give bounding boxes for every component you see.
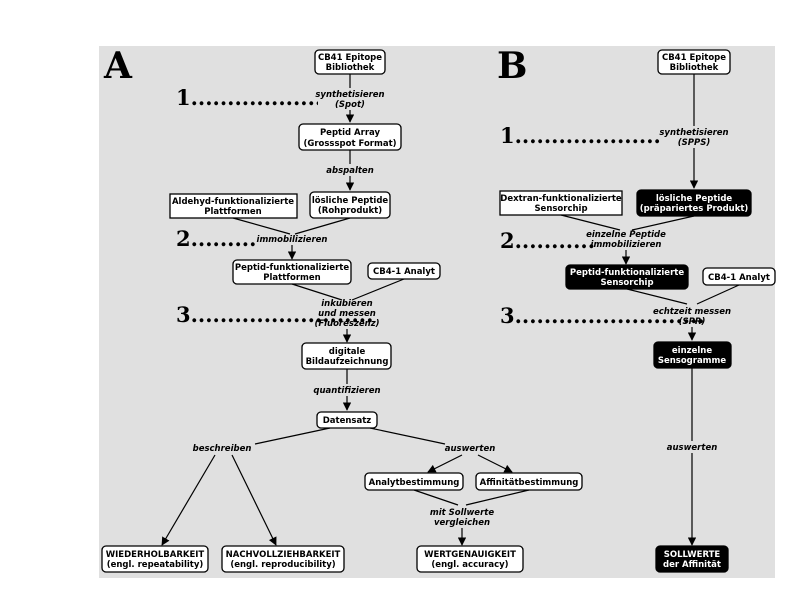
- label-compare: mit Sollwerte: [430, 508, 494, 518]
- peptide-array-box: Peptid Array (Grossspot Format): [298, 123, 402, 151]
- label-synthesize-method-b: (SPPS): [678, 138, 711, 148]
- label-quantify: quantifizieren: [313, 386, 380, 396]
- svg-text:CB4-1 Analyt: CB4-1 Analyt: [373, 267, 435, 277]
- library-box-a: CB41 Epitope Bibliothek: [314, 49, 386, 75]
- arrow-evaluate-analyte: [427, 454, 463, 473]
- svg-text:Bibliothek: Bibliothek: [670, 63, 719, 73]
- line-dataset-describe: [254, 427, 331, 445]
- soluble-peptides-box-a: lösliche Peptide (Rohprodukt): [309, 191, 391, 219]
- arrow-evaluate-affinity: [477, 454, 513, 473]
- label-immobilize-b: einzelne Peptide: [586, 230, 666, 240]
- line-soluble-immob: [294, 217, 351, 235]
- svg-text:WIEDERHOLBARKEIT: WIEDERHOLBARKEIT: [106, 550, 205, 560]
- svg-text:Dextran-funktionalizierte: Dextran-funktionalizierte: [500, 194, 622, 204]
- label-cleave: abspalten: [326, 166, 374, 176]
- dextran-chip-box: Dextran-funktionalizierte Sensorchip: [499, 190, 623, 216]
- svg-text:Affinitätbestimmung: Affinitätbestimmung: [480, 478, 579, 488]
- svg-text:Sensorchip: Sensorchip: [600, 278, 653, 288]
- svg-text:der Affinität: der Affinität: [663, 560, 721, 570]
- svg-text:CB4-1 Analyt: CB4-1 Analyt: [708, 273, 770, 283]
- svg-text:lösliche Peptide: lösliche Peptide: [656, 194, 733, 204]
- svg-text:Plattformen: Plattformen: [263, 273, 320, 283]
- line-soluble-immob-b: [631, 215, 695, 231]
- line-func-measure: [626, 288, 688, 305]
- label-describe: beschreiben: [193, 444, 252, 454]
- label-measure-b: echtzeit messen: [653, 307, 731, 317]
- svg-text:CB41 Epitope: CB41 Epitope: [662, 53, 726, 63]
- functionalized-platform-box: Peptid-funktionalizierte Plattformen: [232, 259, 352, 285]
- svg-text:CB41 Epitope: CB41 Epitope: [318, 53, 382, 63]
- affinity-determination-box: Affinitätbestimmung: [475, 472, 583, 491]
- svg-text:Analytbestimmung: Analytbestimmung: [369, 478, 460, 488]
- svg-text:Peptid-funktionalizierte: Peptid-funktionalizierte: [570, 268, 684, 278]
- target-values-box: SOLLWERTE der Affinität: [655, 545, 729, 573]
- svg-text:digitale: digitale: [329, 347, 366, 357]
- label-measure: und messen: [318, 309, 376, 319]
- label-compare-2: vergleichen: [434, 518, 490, 528]
- aldehyde-platform-box: Aldehyd-funktionalizierte Plattformen: [169, 193, 298, 219]
- step-2-marker-b: 2...........: [500, 228, 595, 253]
- panel-a-letter: A: [103, 45, 133, 87]
- label-spr: (SPR): [679, 317, 706, 327]
- label-synthesize-method-a: (Spot): [335, 100, 365, 110]
- label-evaluate-b: auswerten: [667, 443, 718, 453]
- svg-text:Sensorchip: Sensorchip: [534, 204, 587, 214]
- label-synthesize-a: synthetisieren: [315, 90, 384, 100]
- arrow-describe-repeat: [161, 454, 216, 546]
- digital-imaging-box: digitale Bildaufzeichnung: [301, 342, 392, 370]
- step-2-marker-a: 2.........: [176, 226, 256, 251]
- label-synthesize-b: synthetisieren: [659, 128, 728, 138]
- svg-text:NACHVOLLZIEHBARKEIT: NACHVOLLZIEHBARKEIT: [226, 550, 341, 560]
- svg-text:Datensatz: Datensatz: [323, 416, 372, 426]
- label-immobilize-a: immobilizieren: [257, 235, 328, 245]
- svg-text:(engl. repeatability): (engl. repeatability): [107, 560, 204, 570]
- analyte-box-a: CB4-1 Analyt: [367, 262, 441, 280]
- line-affinity-compare: [465, 489, 530, 506]
- soluble-peptides-box-b: lösliche Peptide (präpariertes Produkt): [636, 189, 752, 217]
- svg-text:(präpariertes Produkt): (präpariertes Produkt): [640, 204, 749, 214]
- label-fluorescence: (Fluoreszenz): [314, 319, 379, 329]
- label-immobilize-b-2: immobilizieren: [591, 240, 662, 250]
- svg-text:SOLLWERTE: SOLLWERTE: [664, 550, 721, 560]
- line-chip-immob: [560, 214, 621, 231]
- svg-text:Peptid-funktionalizierte: Peptid-funktionalizierte: [235, 263, 349, 273]
- repeatability-box: WIEDERHOLBARKEIT (engl. repeatability): [101, 545, 209, 573]
- svg-text:lösliche Peptide: lösliche Peptide: [312, 196, 389, 206]
- step-3-marker-a: 3.........................: [176, 302, 373, 327]
- svg-text:Bibliothek: Bibliothek: [326, 63, 375, 73]
- svg-text:Sensogramme: Sensogramme: [658, 356, 727, 366]
- svg-text:Aldehyd-funktionalizierte: Aldehyd-funktionalizierte: [172, 197, 294, 207]
- dataset-box: Datensatz: [316, 411, 378, 429]
- line-analyte-measure: [696, 284, 740, 305]
- svg-text:Bildaufzeichnung: Bildaufzeichnung: [306, 357, 389, 367]
- functionalized-chip-box: Peptid-funktionalizierte Sensorchip: [565, 264, 689, 290]
- svg-text:(engl. reproducibility): (engl. reproducibility): [230, 560, 335, 570]
- line-func-incubate: [291, 283, 343, 301]
- reproducibility-box: NACHVOLLZIEHBARKEIT (engl. reproducibili…: [221, 545, 345, 573]
- step-3-marker-b: 3..........................: [500, 303, 705, 328]
- line-analyte-incubate: [351, 278, 405, 301]
- label-evaluate-a: auswerten: [445, 444, 496, 454]
- arrow-describe-reproduce: [231, 454, 277, 546]
- panel-b-letter: B: [497, 45, 527, 87]
- accuracy-box: WERTGENAUIGKEIT (engl. accuracy): [416, 545, 524, 573]
- svg-text:(Rohprodukt): (Rohprodukt): [318, 206, 382, 216]
- svg-text:(engl. accuracy): (engl. accuracy): [431, 560, 508, 570]
- line-dataset-evaluate: [369, 427, 446, 445]
- line-platform-immob: [232, 217, 291, 235]
- sensograms-box: einzelne Sensogramme: [653, 341, 732, 369]
- svg-text:WERTGENAUIGKEIT: WERTGENAUIGKEIT: [424, 550, 516, 560]
- svg-text:Plattformen: Plattformen: [204, 207, 261, 217]
- analyte-determination-box: Analytbestimmung: [364, 472, 464, 491]
- analyte-box-b: CB4-1 Analyt: [702, 267, 776, 286]
- step-1-marker-b: 1......................: [500, 123, 675, 148]
- svg-text:Peptid Array: Peptid Array: [320, 128, 381, 138]
- svg-text:einzelne: einzelne: [672, 346, 712, 356]
- label-incubate: inkubieren: [321, 299, 372, 309]
- library-box-b: CB41 Epitope Bibliothek: [657, 49, 731, 75]
- line-analyte-compare: [413, 489, 459, 506]
- svg-text:(Grossspot Format): (Grossspot Format): [303, 139, 396, 149]
